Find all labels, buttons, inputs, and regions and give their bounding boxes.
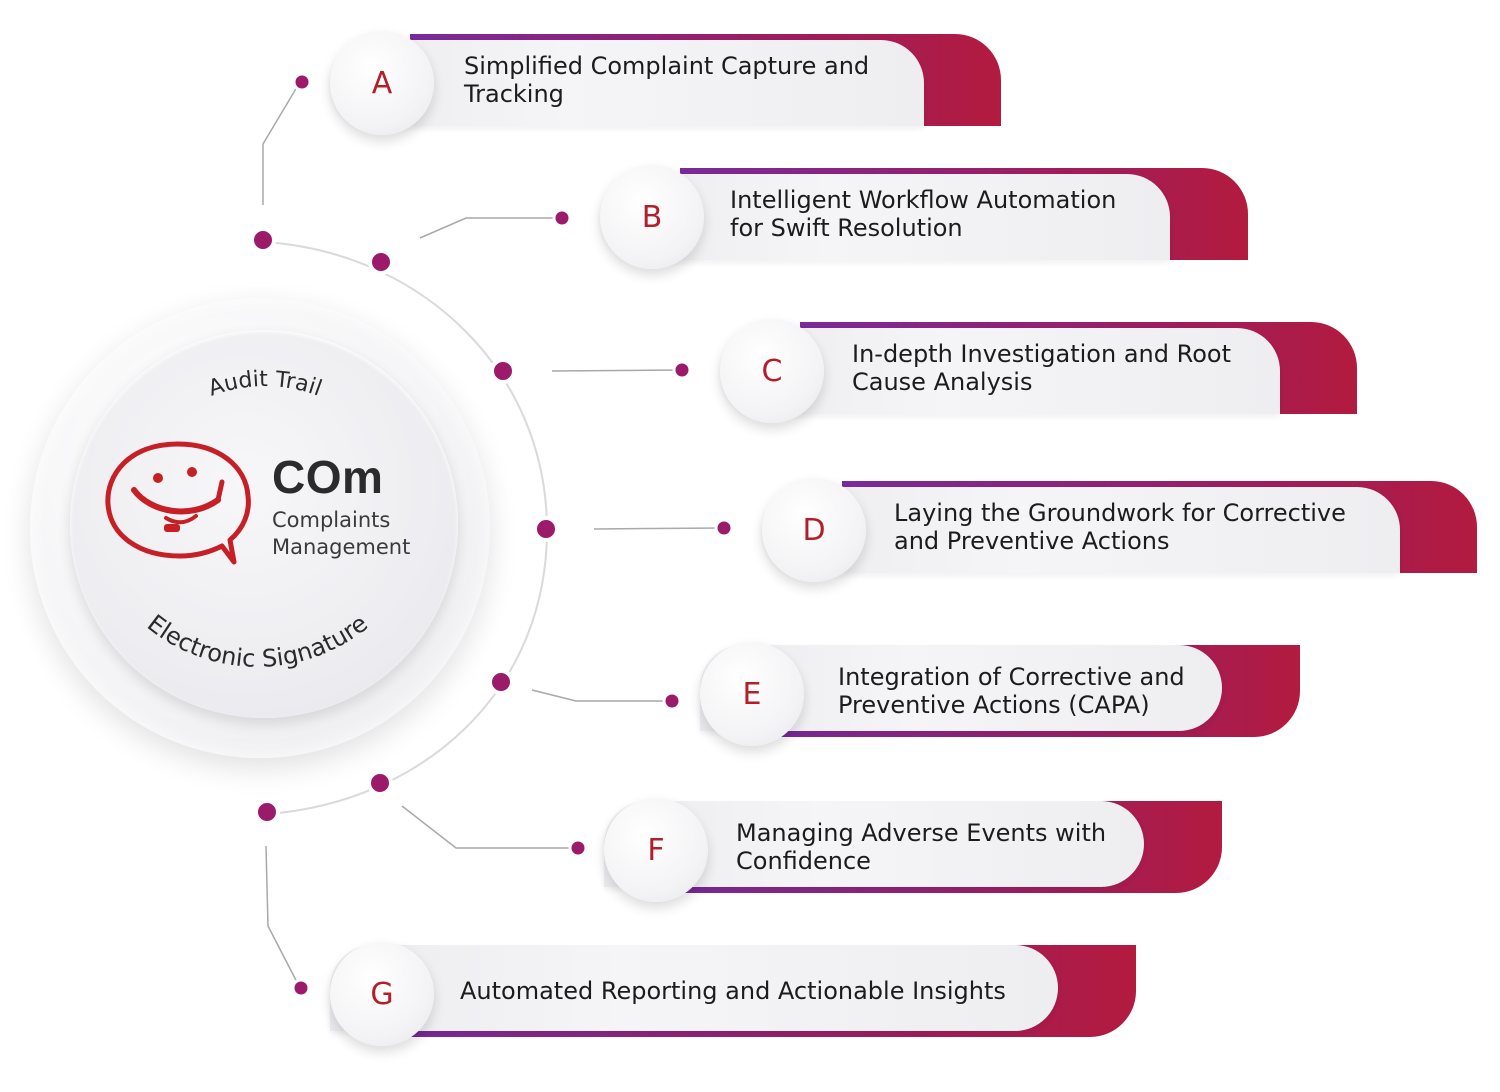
- letter-b: B: [641, 199, 663, 235]
- arc-node-3: [490, 358, 516, 384]
- pill-body: [330, 945, 1058, 1031]
- letter-badge-f: F: [604, 798, 708, 902]
- feature-a-line2: Tracking: [464, 80, 564, 108]
- connector-f: [401, 805, 578, 849]
- feature-text-g: Automated Reporting and Actionable Insig…: [460, 945, 1006, 1037]
- arc-node-6: [367, 770, 393, 796]
- feature-e-line1: Integration of Corrective and: [838, 663, 1185, 691]
- end-dot-g: [291, 978, 311, 998]
- feature-g-line1: Automated Reporting and Actionable Insig…: [460, 977, 1006, 1005]
- feature-text-b: Intelligent Workflow Automation for Swif…: [730, 168, 1116, 260]
- feature-b-line2: for Swift Resolution: [730, 214, 963, 242]
- connector-g: [265, 845, 301, 989]
- letter-g: G: [370, 976, 394, 1012]
- letter-c: C: [761, 353, 783, 389]
- feature-pill-b: B Intelligent Workflow Automation for Sw…: [600, 165, 1248, 269]
- feature-pill-g: G Automated Reporting and Actionable Ins…: [330, 942, 1136, 1046]
- pill-body: [762, 487, 1400, 573]
- connector-c: [551, 369, 683, 372]
- arc-node-1: [250, 227, 276, 253]
- connector-d: [593, 527, 725, 530]
- feature-b-line1: Intelligent Workflow Automation: [730, 186, 1117, 214]
- feature-text-e: Integration of Corrective and Preventive…: [838, 645, 1185, 737]
- feature-f-line1: Managing Adverse Events with: [736, 819, 1107, 847]
- connector-e: [531, 689, 672, 702]
- feature-pill-e: E Integration of Corrective and Preventi…: [700, 642, 1300, 746]
- feature-pill-d: D Laying the Groundwork for Corrective a…: [762, 478, 1477, 582]
- letter-badge-c: C: [720, 319, 824, 423]
- end-dot-f: [568, 838, 588, 858]
- letter-badge-g: G: [330, 942, 434, 1046]
- arc-node-5: [488, 669, 514, 695]
- end-dot-e: [662, 691, 682, 711]
- letter-a: A: [371, 65, 393, 101]
- feature-text-a: Simplified Complaint Capture and Trackin…: [464, 34, 869, 126]
- letter-d: D: [802, 512, 826, 548]
- end-dot-a: [292, 72, 312, 92]
- feature-f-line2: Confidence: [736, 847, 871, 875]
- brand-subtitle-line1: Complaints: [272, 508, 391, 532]
- end-dot-c: [672, 360, 692, 380]
- brand-title: COm: [272, 451, 384, 503]
- feature-text-d: Laying the Groundwork for Corrective and…: [894, 481, 1346, 573]
- letter-badge-a: A: [330, 31, 434, 135]
- letter-badge-e: E: [700, 642, 804, 746]
- arc-node-4: [533, 516, 559, 542]
- letter-badge-b: B: [600, 165, 704, 269]
- feature-pill-f: F Managing Adverse Events with Confidenc…: [604, 798, 1222, 902]
- feature-text-f: Managing Adverse Events with Confidence: [736, 801, 1106, 893]
- letter-badge-d: D: [762, 478, 866, 582]
- feature-a-line1: Simplified Complaint Capture and: [464, 52, 870, 80]
- arc-node-2: [368, 249, 394, 275]
- letter-e: E: [742, 676, 762, 712]
- connector-a: [262, 81, 301, 205]
- arc-node-7: [254, 799, 280, 825]
- feature-pill-c: C In-depth Investigation and Root Cause …: [720, 319, 1357, 423]
- brand-subtitle-line2: Management: [272, 535, 411, 559]
- feature-c-line2: Cause Analysis: [852, 368, 1033, 396]
- feature-d-line1: Laying the Groundwork for Corrective: [894, 499, 1346, 527]
- end-dot-b: [552, 208, 572, 228]
- feature-c-line1: In-depth Investigation and Root: [852, 340, 1231, 368]
- feature-text-c: In-depth Investigation and Root Cause An…: [852, 322, 1231, 414]
- feature-d-line2: and Preventive Actions: [894, 527, 1170, 555]
- letter-f: F: [647, 832, 665, 868]
- feature-e-line2: Preventive Actions (CAPA): [838, 691, 1150, 719]
- connector-b: [419, 217, 560, 239]
- feature-pill-a: A Simplified Complaint Capture and Track…: [330, 31, 1001, 135]
- end-dot-d: [714, 518, 734, 538]
